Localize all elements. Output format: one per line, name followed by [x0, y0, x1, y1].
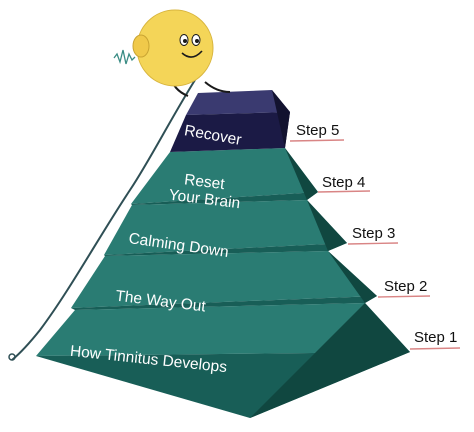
character-pupil-left [183, 39, 187, 43]
tier-1-side [250, 303, 410, 418]
step-4-label: Step 4 [322, 174, 365, 191]
tier-4-top [131, 148, 318, 204]
cap-front [170, 112, 290, 152]
rope-end [8, 353, 16, 361]
tier-4-front [131, 192, 318, 205]
cap-top [186, 90, 290, 115]
tier-2-front [71, 296, 377, 310]
tier-4: Reset Your Brain Step 4 [131, 148, 371, 212]
rope [11, 79, 196, 361]
tier-1-top [36, 303, 410, 356]
step-2-label: Step 2 [384, 278, 427, 295]
character-ear [132, 34, 150, 58]
sun-character-icon [113, 9, 231, 97]
tier-3-front [104, 243, 347, 256]
tier-4-side [285, 148, 318, 200]
step-1-line [409, 347, 461, 350]
step-5-label: Step 5 [296, 122, 339, 139]
character-smile [181, 50, 203, 58]
tier-1: How Tinnitus Develops Step 1 [36, 303, 461, 418]
step-5-line [289, 139, 345, 142]
step-1-label: Step 1 [414, 329, 457, 346]
character-arm-right [204, 81, 231, 93]
step-3-label: Step 3 [352, 225, 395, 242]
step-4-line [317, 190, 371, 193]
tier-5-cap: Recover Step 5 [170, 90, 345, 152]
step-2-line [377, 295, 431, 298]
tier-2-top [71, 251, 377, 308]
sound-wave-icon [113, 49, 136, 65]
step-3-line [347, 242, 399, 245]
character-pupil-right [195, 39, 199, 43]
tier-3-side [307, 200, 347, 251]
cap-side [272, 90, 290, 148]
tier-2-side [328, 251, 377, 303]
tier-3: Calming Down Step 3 [104, 200, 399, 261]
tier-3-top [104, 200, 347, 255]
